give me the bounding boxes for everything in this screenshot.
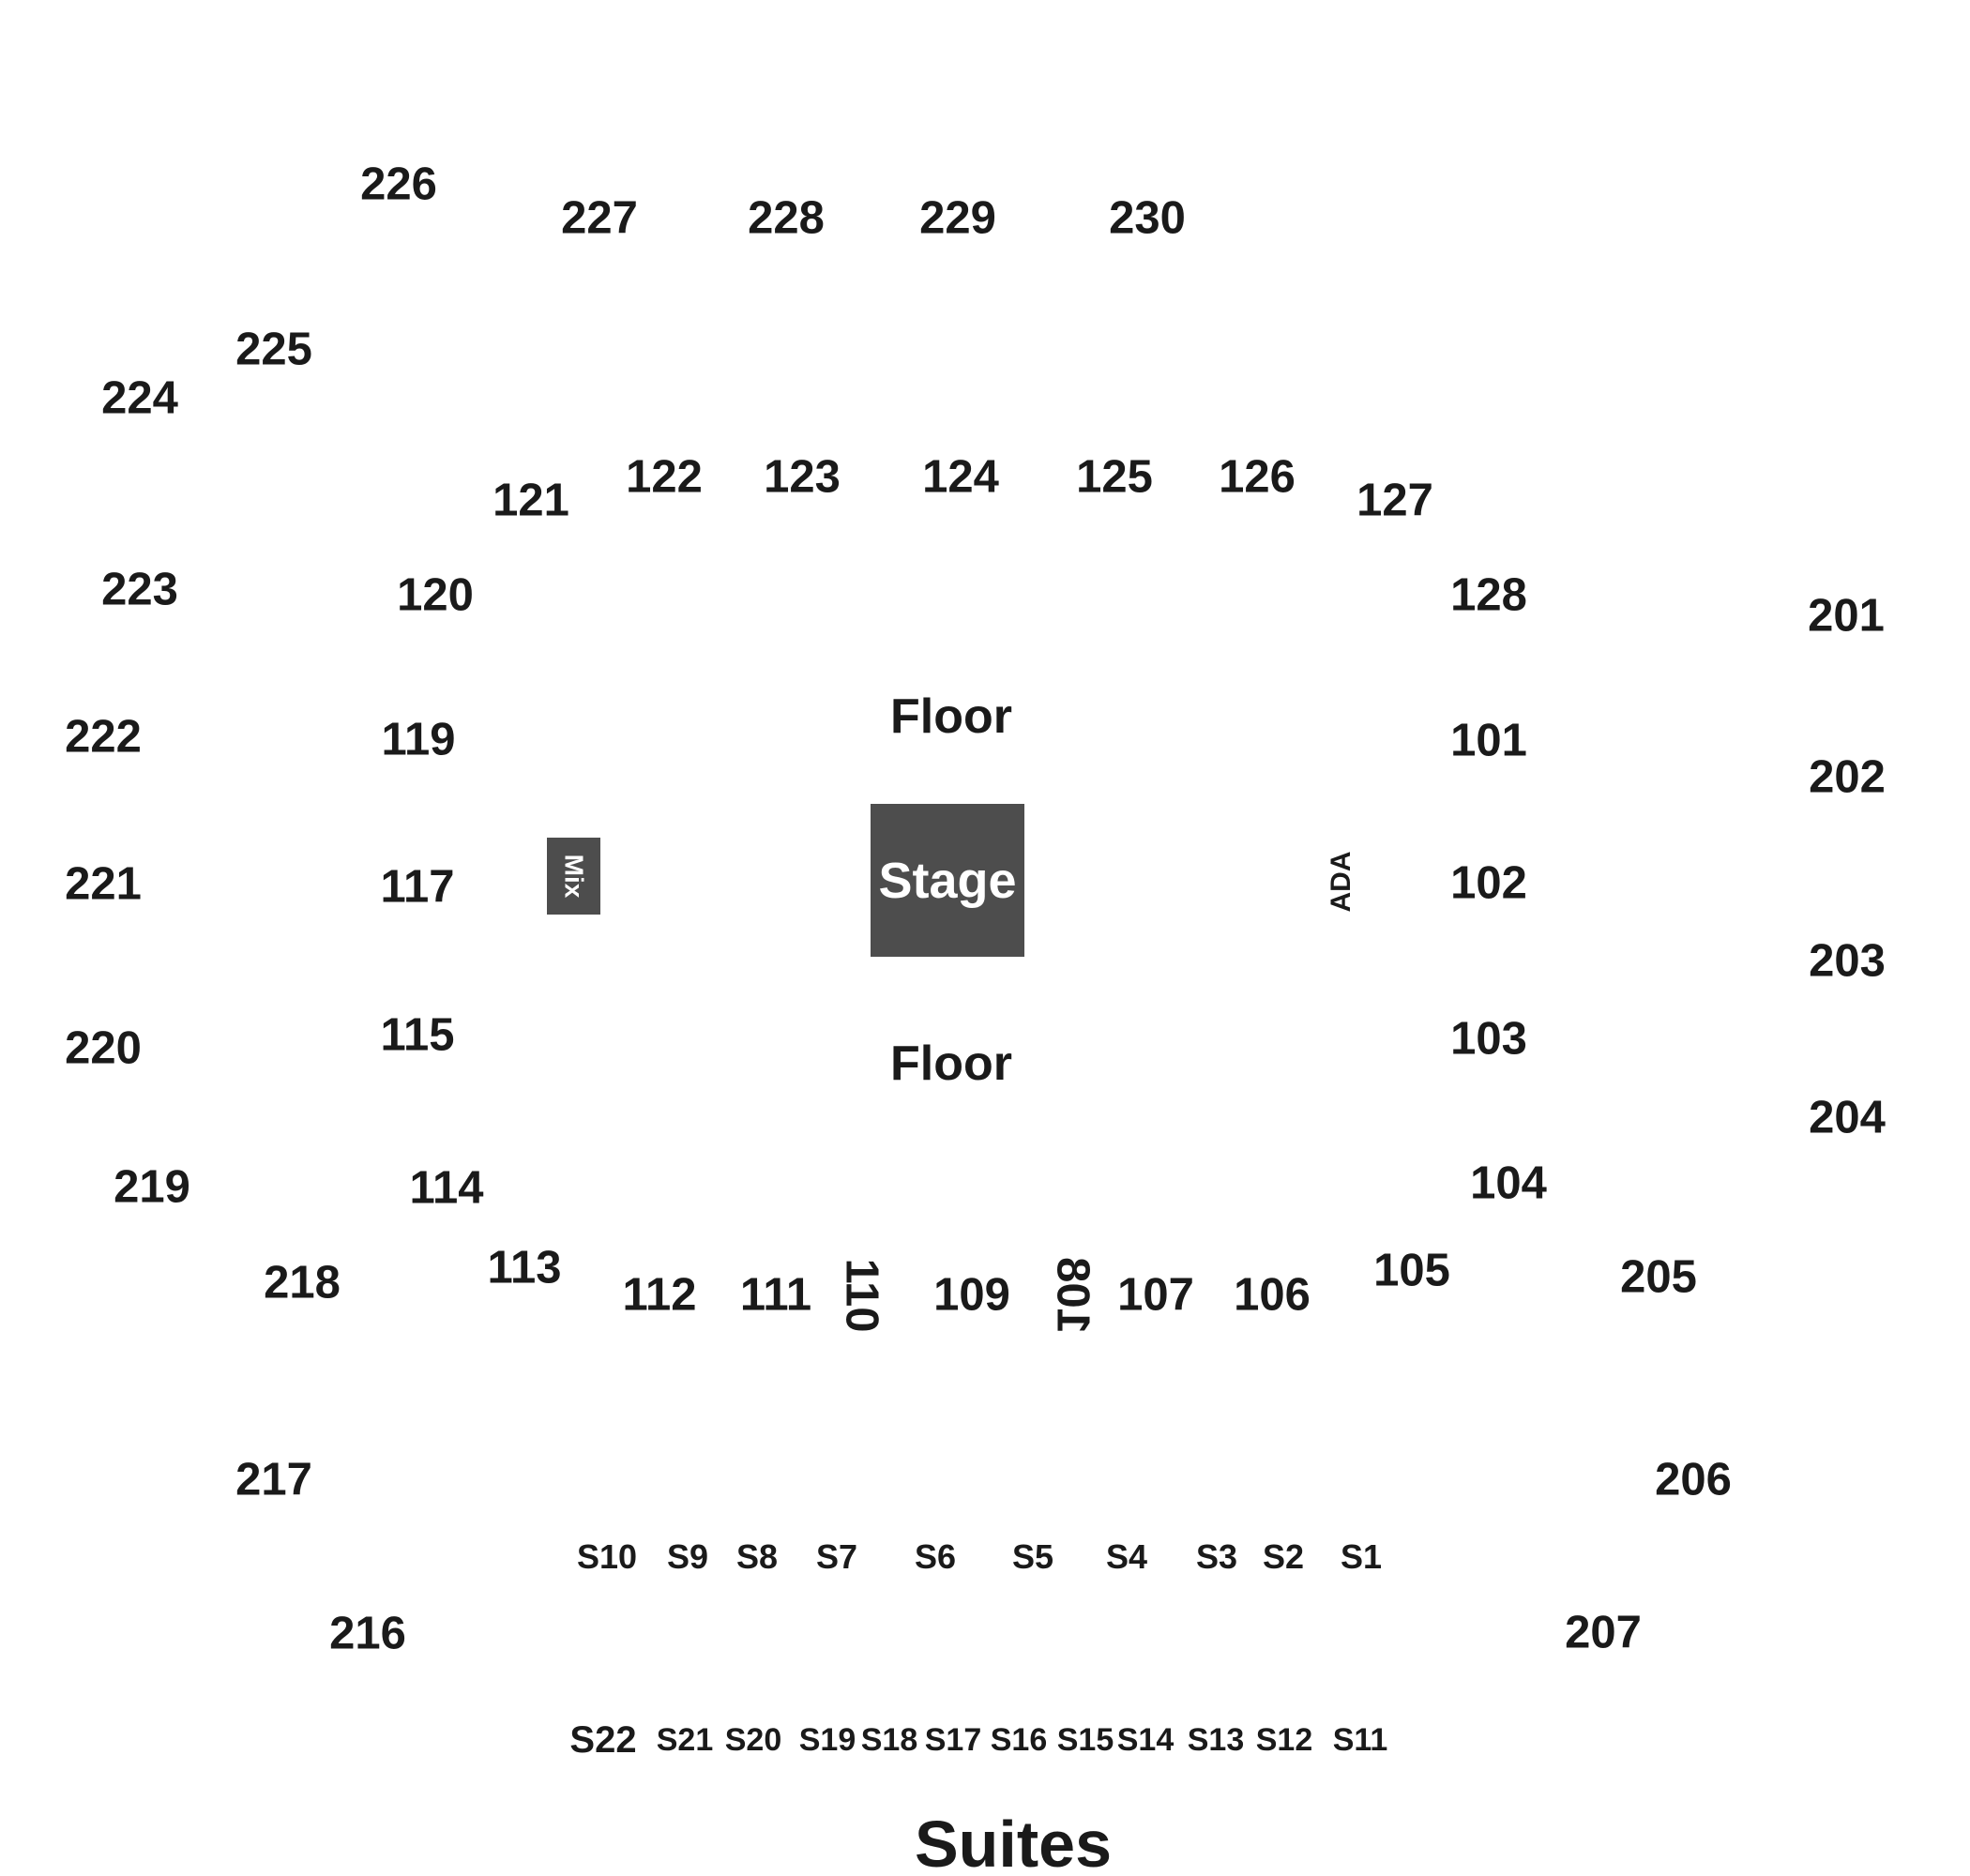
suite-s20[interactable]: S20: [724, 1722, 782, 1758]
suite-s2[interactable]: S2: [1262, 1537, 1305, 1576]
section-222[interactable]: 226: [360, 159, 437, 210]
section-215[interactable]: 219: [114, 1161, 190, 1213]
suite-s17[interactable]: S17: [924, 1722, 982, 1758]
suite-s10[interactable]: S10: [576, 1537, 638, 1576]
ada-label[interactable]: ADA: [1326, 851, 1356, 913]
section-213[interactable]: 217: [235, 1454, 312, 1505]
section-226[interactable]: 230: [1109, 192, 1186, 244]
section-108[interactable]: 108: [1047, 1257, 1099, 1334]
suite-s16[interactable]: S16: [990, 1722, 1048, 1758]
section-224[interactable]: 228: [748, 192, 825, 244]
suite-s21[interactable]: S21: [656, 1722, 714, 1758]
section-115[interactable]: 115: [380, 1009, 455, 1061]
section-107[interactable]: 107: [1117, 1269, 1194, 1321]
section-109[interactable]: 109: [933, 1269, 1010, 1321]
stage-label: Stage: [878, 852, 1017, 909]
section-117[interactable]: 117: [380, 861, 455, 913]
suite-s12[interactable]: S12: [1255, 1722, 1313, 1758]
section-122[interactable]: 122: [626, 451, 703, 503]
section-119[interactable]: 119: [381, 714, 456, 765]
suite-s7[interactable]: S7: [815, 1537, 858, 1576]
section-110[interactable]: 110: [836, 1258, 887, 1333]
section-207[interactable]: 207: [1565, 1607, 1642, 1658]
suite-s14[interactable]: S14: [1116, 1722, 1174, 1758]
suite-s3[interactable]: S3: [1195, 1537, 1238, 1576]
section-106[interactable]: 106: [1234, 1269, 1311, 1321]
section-128[interactable]: 128: [1450, 569, 1527, 621]
floor-label-top[interactable]: Floor: [890, 689, 1012, 744]
section-216[interactable]: 220: [65, 1022, 142, 1074]
suites-title: Suites: [914, 1808, 1113, 1876]
section-111[interactable]: 111: [739, 1269, 812, 1321]
section-219[interactable]: 223: [101, 564, 178, 615]
section-113[interactable]: 113: [487, 1242, 562, 1294]
section-225[interactable]: 229: [919, 192, 996, 244]
section-104[interactable]: 104: [1470, 1157, 1547, 1209]
section-205[interactable]: 205: [1620, 1251, 1697, 1303]
section-114[interactable]: 114: [409, 1162, 484, 1214]
suite-s19[interactable]: S19: [798, 1722, 856, 1758]
section-206[interactable]: 206: [1655, 1454, 1732, 1505]
section-212[interactable]: 216: [329, 1608, 406, 1659]
section-218[interactable]: 222: [65, 711, 142, 763]
section-220[interactable]: 224: [101, 372, 178, 424]
section-112[interactable]: 112: [622, 1269, 697, 1321]
section-121[interactable]: 121: [492, 475, 569, 526]
suite-s22[interactable]: S22: [569, 1719, 637, 1761]
section-105[interactable]: 105: [1373, 1245, 1450, 1296]
mix-label: Mix: [559, 854, 589, 899]
suite-s13[interactable]: S13: [1187, 1722, 1245, 1758]
floor-label-bottom[interactable]: Floor: [890, 1036, 1012, 1091]
section-221[interactable]: 225: [235, 324, 312, 375]
suite-s15[interactable]: S15: [1056, 1722, 1114, 1758]
section-120[interactable]: 120: [397, 569, 474, 621]
section-102[interactable]: 102: [1450, 857, 1527, 909]
mix-position: Mix: [547, 838, 600, 915]
section-124[interactable]: 124: [922, 451, 999, 503]
section-127[interactable]: 127: [1356, 475, 1433, 526]
section-103[interactable]: 103: [1450, 1013, 1527, 1065]
suite-s8[interactable]: S8: [735, 1537, 779, 1576]
section-214[interactable]: 218: [264, 1257, 341, 1309]
section-123[interactable]: 123: [764, 451, 841, 503]
section-125[interactable]: 125: [1076, 451, 1153, 503]
suite-s11[interactable]: S11: [1332, 1722, 1388, 1758]
stage: Stage: [871, 804, 1024, 957]
suite-s5[interactable]: S5: [1011, 1537, 1054, 1576]
section-201[interactable]: 201: [1808, 590, 1885, 642]
suite-s6[interactable]: S6: [914, 1537, 957, 1576]
suite-s9[interactable]: S9: [666, 1537, 709, 1576]
section-202[interactable]: 202: [1809, 751, 1886, 803]
section-217[interactable]: 221: [65, 858, 142, 910]
suite-s4[interactable]: S4: [1105, 1537, 1148, 1576]
section-126[interactable]: 126: [1219, 451, 1296, 503]
section-204[interactable]: 204: [1809, 1092, 1886, 1143]
section-101[interactable]: 101: [1450, 715, 1527, 766]
suite-s1[interactable]: S1: [1340, 1537, 1383, 1576]
section-223[interactable]: 227: [561, 192, 638, 244]
section-203[interactable]: 203: [1809, 935, 1886, 987]
suite-s18[interactable]: S18: [860, 1722, 918, 1758]
